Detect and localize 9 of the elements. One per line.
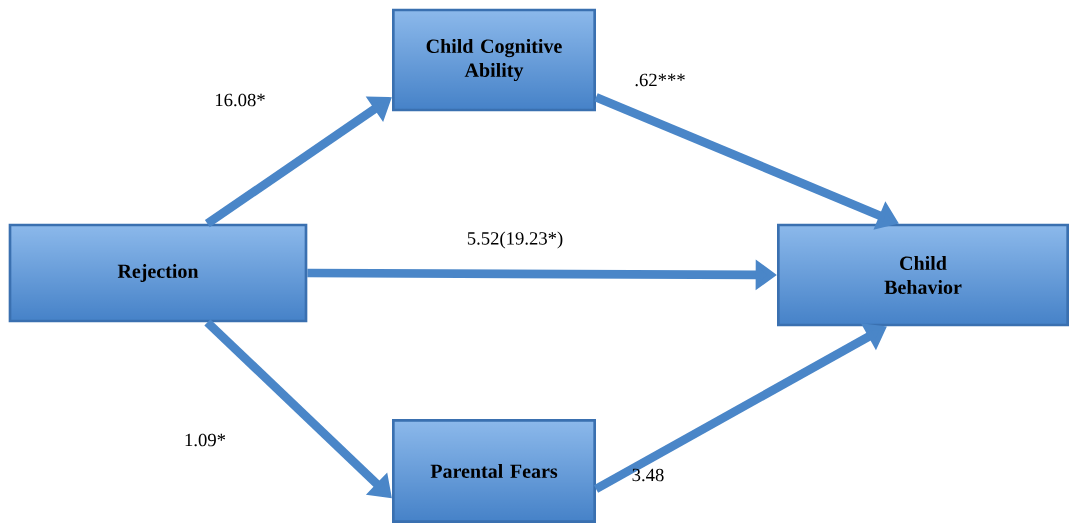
edge-label: 5.52(19.23*) [467, 231, 563, 249]
edge-label: 3.48 [632, 468, 664, 482]
process-box: Parental Fears [392, 419, 596, 523]
process-box: Child Behavior [777, 223, 1069, 327]
process-box: Child Cognitive Ability [392, 8, 596, 112]
edge-label: .62*** [635, 73, 685, 87]
process-box: Rejection [8, 223, 308, 323]
edge-label: 16.08* [215, 93, 265, 107]
edge-label: 1.09* [185, 433, 226, 447]
